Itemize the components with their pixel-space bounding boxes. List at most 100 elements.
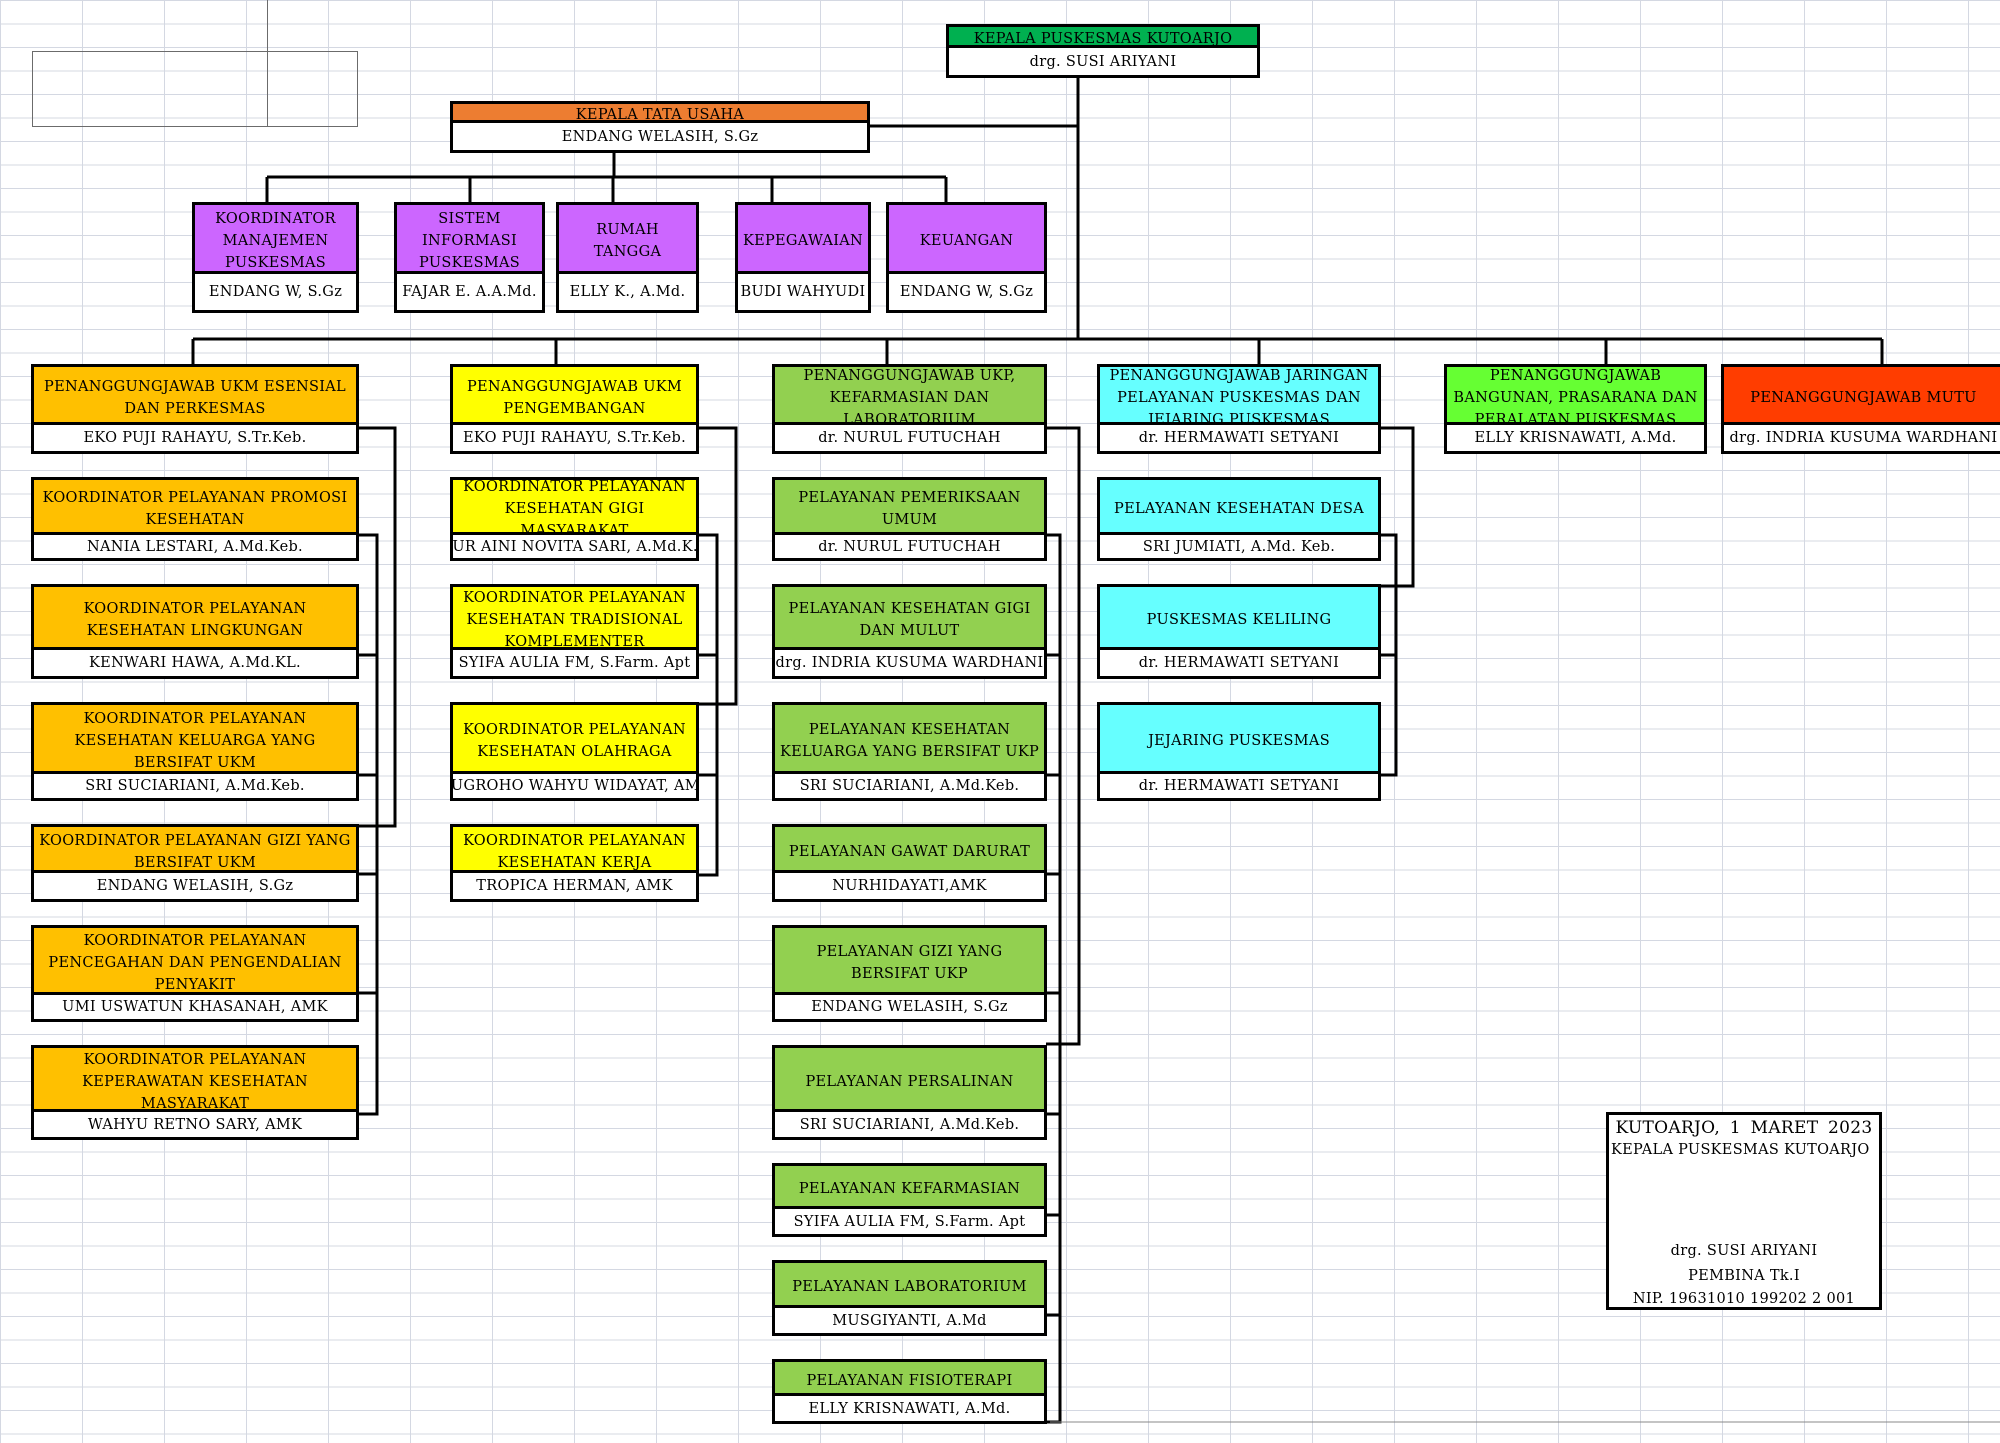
signature-place-date: KUTOARJO, 1 MARET 2023 xyxy=(1615,1118,1873,1138)
signature-nip: NIP. 19631010 199202 2 001 xyxy=(1632,1291,1856,1307)
ukm-pengembangan-item: KOORDINATOR PELAYANAN KESEHATAN KERJA TR… xyxy=(450,824,699,902)
node-title: PELAYANAN KESEHATAN GIGI DAN MULUT xyxy=(775,587,1044,653)
admin-name: ENDANG WELASIH, S.Gz xyxy=(453,120,867,150)
node-title: PENANGGUNGJAWAB BANGUNAN, PRASARANA DAN … xyxy=(1447,367,1704,428)
jaringan-item: JEJARING PUSKESMAS dr. HERMAWATI SETYANI xyxy=(1097,702,1381,801)
jaringan-item: PELAYANAN KESEHATAN DESA SRI JUMIATI, A.… xyxy=(1097,477,1381,561)
admin-node: KEPALA TATA USAHA ENDANG WELASIH, S.Gz xyxy=(450,101,870,153)
node-name: ELLY KRISNAWATI, A.Md. xyxy=(775,1393,1044,1421)
node-name: ENDANG WELASIH, S.Gz xyxy=(775,992,1044,1019)
ukp-item: PELAYANAN KEFARMASIAN SYIFA AULIA FM, S.… xyxy=(772,1163,1047,1237)
unit-name: ELLY K., A.Md. xyxy=(559,271,696,310)
node-name: SRI SUCIARIANI, A.Md.Keb. xyxy=(34,771,356,798)
node-name: SYIFA AULIA FM, S.Farm. Apt xyxy=(775,1206,1044,1234)
node-name: NANIA LESTARI, A.Md.Keb. xyxy=(34,532,356,558)
ukm-pengembangan-item: KOORDINATOR PELAYANAN KESEHATAN OLAHRAGA… xyxy=(450,702,699,801)
ukm-pengembangan-head: PENANGGUNGJAWAB UKM PENGEMBANGAN EKO PUJ… xyxy=(450,364,699,454)
unit-title: SISTEM INFORMASI PUSKESMAS xyxy=(397,205,542,277)
node-name: KENWARI HAWA, A.Md.KL. xyxy=(34,647,356,676)
node-name: NUGROHO WAHYU WIDAYAT, AMK xyxy=(453,771,696,798)
ukp-item: PELAYANAN PERSALINAN SRI SUCIARIANI, A.M… xyxy=(772,1045,1047,1140)
ukm-esensial-item: KOORDINATOR PELAYANAN KESEHATAN KELUARGA… xyxy=(31,702,359,801)
ukp-item: PELAYANAN KESEHATAN KELUARGA YANG BERSIF… xyxy=(772,702,1047,801)
unit-name: ENDANG W, S.Gz xyxy=(195,271,356,310)
node-title: PELAYANAN GIZI YANG BERSIFAT UKP xyxy=(775,928,1044,998)
node-name: ENDANG WELASIH, S.Gz xyxy=(34,870,356,899)
bangunan-head: PENANGGUNGJAWAB BANGUNAN, PRASARANA DAN … xyxy=(1444,364,1707,454)
signature-role: KEPALA PUSKESMAS KUTOARJO xyxy=(1611,1142,1870,1158)
unit-title: KOORDINATOR MANAJEMEN PUSKESMAS xyxy=(195,205,356,277)
node-name: SRI JUMIATI, A.Md. Keb. xyxy=(1100,532,1378,558)
jaringan-item: PUSKESMAS KELILING dr. HERMAWATI SETYANI xyxy=(1097,584,1381,679)
node-title: KOORDINATOR PELAYANAN KESEHATAN TRADISIO… xyxy=(453,587,696,653)
node-title: PELAYANAN KESEHATAN KELUARGA YANG BERSIF… xyxy=(775,705,1044,777)
empty-legend-box xyxy=(32,0,358,127)
node-name: dr. NURUL FUTUCHAH xyxy=(775,422,1044,451)
node-name: NUR AINI NOVITA SARI, A.Md.K.G xyxy=(453,532,696,558)
ukm-esensial-head: PENANGGUNGJAWAB UKM ESENSIAL DAN PERKESM… xyxy=(31,364,359,454)
unit-title: RUMAH TANGGA xyxy=(559,205,696,277)
node-name: TROPICA HERMAN, AMK xyxy=(453,870,696,899)
node-title: KOORDINATOR PELAYANAN PENCEGAHAN DAN PEN… xyxy=(34,928,356,998)
node-title: KOORDINATOR PELAYANAN KESEHATAN KERJA xyxy=(453,827,696,876)
node-name: EKO PUJI RAHAYU, S.Tr.Keb. xyxy=(453,422,696,451)
node-title: KOORDINATOR PELAYANAN KESEHATAN LINGKUNG… xyxy=(34,587,356,653)
ukp-item: PELAYANAN LABORATORIUM MUSGIYANTI, A.Md xyxy=(772,1260,1047,1336)
ukp-item: PELAYANAN PEMERIKSAAN UMUM dr. NURUL FUT… xyxy=(772,477,1047,561)
ukm-esensial-item: KOORDINATOR PELAYANAN PENCEGAHAN DAN PEN… xyxy=(31,925,359,1022)
node-name: EKO PUJI RAHAYU, S.Tr.Keb. xyxy=(34,422,356,451)
node-name: ELLY KRISNAWATI, A.Md. xyxy=(1447,422,1704,451)
node-name: UMI USWATUN KHASANAH, AMK xyxy=(34,992,356,1019)
node-title: PENANGGUNGJAWAB JARINGAN PELAYANAN PUSKE… xyxy=(1100,367,1378,428)
node-title: PENANGGUNGJAWAB UKP, KEFARMASIAN DAN LAB… xyxy=(775,367,1044,428)
node-name: dr. HERMAWATI SETYANI xyxy=(1100,771,1378,798)
node-title: KOORDINATOR PELAYANAN KESEHATAN OLAHRAGA xyxy=(453,705,696,777)
signature-rank: PEMBINA Tk.I xyxy=(1688,1268,1800,1284)
signature-block: KUTOARJO, 1 MARET 2023 KEPALA PUSKESMAS … xyxy=(1606,1112,1882,1310)
node-title: PENANGGUNGJAWAB UKM ESENSIAL DAN PERKESM… xyxy=(34,367,356,428)
node-title: KOORDINATOR PELAYANAN KEPERAWATAN KESEHA… xyxy=(34,1048,356,1115)
unit-name: ENDANG W, S.Gz xyxy=(889,271,1044,310)
ukm-esensial-item: KOORDINATOR PELAYANAN GIZI YANG BERSIFAT… xyxy=(31,824,359,902)
node-title: PUSKESMAS KELILING xyxy=(1100,587,1378,653)
node-title: KOORDINATOR PELAYANAN GIZI YANG BERSIFAT… xyxy=(34,827,356,876)
node-name: SYIFA AULIA FM, S.Farm. Apt xyxy=(453,647,696,676)
node-name: drg. INDRIA KUSUMA WARDHANI xyxy=(775,647,1044,676)
admin-unit-kepegawaian: KEPEGAWAIAN BUDI WAHYUDI xyxy=(735,202,871,313)
ukm-esensial-item: KOORDINATOR PELAYANAN KESEHATAN LINGKUNG… xyxy=(31,584,359,679)
admin-unit-sistem-informasi: SISTEM INFORMASI PUSKESMAS FAJAR E. A.A.… xyxy=(394,202,545,313)
head-node: KEPALA PUSKESMAS KUTOARJO drg. SUSI ARIY… xyxy=(946,24,1260,78)
unit-name: FAJAR E. A.A.Md. xyxy=(397,271,542,310)
node-title: PELAYANAN LABORATORIUM xyxy=(775,1263,1044,1311)
ukp-item: PELAYANAN FISIOTERAPI ELLY KRISNAWATI, A… xyxy=(772,1359,1047,1424)
node-name: dr. NURUL FUTUCHAH xyxy=(775,532,1044,558)
unit-title: KEUANGAN xyxy=(889,205,1044,277)
node-name: drg. INDRIA KUSUMA WARDHANI xyxy=(1724,422,2000,451)
node-title: PELAYANAN GAWAT DARURAT xyxy=(775,827,1044,876)
node-title: KOORDINATOR PELAYANAN KESEHATAN GIGI MAS… xyxy=(453,480,696,538)
admin-unit-manajemen: KOORDINATOR MANAJEMEN PUSKESMAS ENDANG W… xyxy=(192,202,359,313)
ukm-esensial-item: KOORDINATOR PELAYANAN KEPERAWATAN KESEHA… xyxy=(31,1045,359,1140)
node-title: JEJARING PUSKESMAS xyxy=(1100,705,1378,777)
jaringan-head: PENANGGUNGJAWAB JARINGAN PELAYANAN PUSKE… xyxy=(1097,364,1381,454)
ukp-item: PELAYANAN GAWAT DARURAT NURHIDAYATI,AMK xyxy=(772,824,1047,902)
admin-unit-keuangan: KEUANGAN ENDANG W, S.Gz xyxy=(886,202,1047,313)
head-name: drg. SUSI ARIYANI xyxy=(949,45,1257,75)
ukp-item: PELAYANAN GIZI YANG BERSIFAT UKP ENDANG … xyxy=(772,925,1047,1022)
node-title: PELAYANAN PERSALINAN xyxy=(775,1048,1044,1115)
admin-unit-rumah-tangga: RUMAH TANGGA ELLY K., A.Md. xyxy=(556,202,699,313)
signature-name: drg. SUSI ARIYANI xyxy=(1670,1243,1818,1259)
node-title: PELAYANAN KESEHATAN DESA xyxy=(1100,480,1378,538)
node-title: PELAYANAN FISIOTERAPI xyxy=(775,1362,1044,1399)
unit-name: BUDI WAHYUDI xyxy=(738,271,868,310)
ukp-head: PENANGGUNGJAWAB UKP, KEFARMASIAN DAN LAB… xyxy=(772,364,1047,454)
node-title: PELAYANAN PEMERIKSAAN UMUM xyxy=(775,480,1044,538)
node-name: dr. HERMAWATI SETYANI xyxy=(1100,422,1378,451)
node-title: PELAYANAN KEFARMASIAN xyxy=(775,1166,1044,1212)
ukm-esensial-item: KOORDINATOR PELAYANAN PROMOSI KESEHATAN … xyxy=(31,477,359,561)
node-name: WAHYU RETNO SARY, AMK xyxy=(34,1109,356,1137)
node-name: SRI SUCIARIANI, A.Md.Keb. xyxy=(775,771,1044,798)
node-name: NURHIDAYATI,AMK xyxy=(775,870,1044,899)
node-name: dr. HERMAWATI SETYANI xyxy=(1100,647,1378,676)
